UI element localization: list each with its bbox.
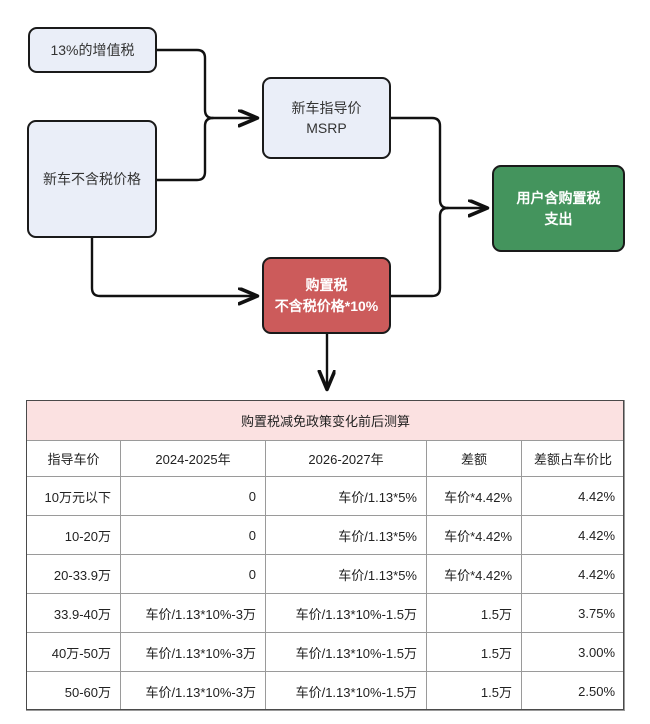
edge-netprice-to-purchtax (90, 236, 256, 296)
cell-price-range: 10-20万 (26, 515, 121, 555)
cell-diff-ratio: 3.75% (520, 593, 626, 633)
cell-price-range: 50-60万 (26, 671, 121, 711)
cell-2026-2027: 车价/1.13*10%-1.5万 (265, 671, 427, 711)
cell-price-range: 10万元以下 (26, 476, 121, 516)
table-row: 20-33.9万 0 车价/1.13*5% 车价*4.42% 4.42% (26, 554, 626, 594)
cell-2024-2025: 0 (120, 554, 266, 594)
cell-diff-ratio: 4.42% (520, 476, 626, 516)
table-header-row: 指导车价 2024-2025年 2026-2027年 差额 差额占车价比 (26, 440, 626, 477)
cell-2026-2027: 车价/1.13*5% (265, 515, 427, 555)
cell-difference: 1.5万 (426, 593, 522, 633)
table-body: 10万元以下 0 车价/1.13*5% 车价*4.42% 4.42% 10-20… (26, 476, 626, 711)
node-purchase-tax-label: 购置税 不含税价格*10% (275, 275, 378, 316)
cell-diff-ratio: 4.42% (520, 515, 626, 555)
table-title-row: 购置税减免政策变化前后测算 (25, 400, 626, 441)
node-msrp-line-1: 新车指导价 (291, 99, 362, 116)
cell-2026-2027: 车价/1.13*5% (265, 476, 427, 516)
cell-2026-2027: 车价/1.13*5% (265, 554, 427, 594)
node-net-price-line-1: 新车不含税价格 (43, 170, 141, 187)
node-user-spend-line-2: 支出 (544, 210, 573, 227)
cell-price-range: 33.9-40万 (26, 593, 121, 633)
node-net-price[interactable]: 新车不含税价格 (27, 120, 157, 238)
node-msrp-line-2: MSRP (306, 120, 347, 136)
calculation-table: 购置税减免政策变化前后测算 指导车价 2024-2025年 2026-2027年… (25, 400, 626, 711)
node-purchase-tax-line-2: 不含税价格*10% (274, 297, 379, 314)
node-msrp-label: 新车指导价 MSRP (292, 98, 362, 139)
cell-difference: 车价*4.42% (426, 476, 522, 516)
node-user-spend-label: 用户含购置税 支出 (517, 188, 601, 229)
node-vat-label: 13%的增值税 (50, 40, 134, 60)
cell-2024-2025: 0 (120, 515, 266, 555)
column-header-diff-ratio: 差额占车价比 (520, 440, 626, 477)
table-row: 50-60万 车价/1.13*10%-3万 车价/1.13*10%-1.5万 1… (26, 671, 626, 711)
edge-purchtax-to-userspend (389, 206, 450, 298)
cell-diff-ratio: 2.50% (520, 671, 626, 711)
column-header-2026-2027: 2026-2027年 (265, 440, 427, 477)
node-vat-line-1: 13%的增值税 (50, 41, 135, 58)
cell-price-range: 20-33.9万 (26, 554, 121, 594)
flowchart-connectors (90, 48, 650, 400)
column-header-2024-2025: 2024-2025年 (120, 440, 266, 477)
node-purchase-tax-line-1: 购置税 (305, 277, 348, 294)
node-net-price-label: 新车不含税价格 (43, 169, 141, 189)
table-row: 10-20万 0 车价/1.13*5% 车价*4.42% 4.42% (26, 515, 626, 555)
cell-2024-2025: 车价/1.13*10%-3万 (120, 593, 266, 633)
cell-difference: 1.5万 (426, 632, 522, 672)
node-msrp[interactable]: 新车指导价 MSRP (262, 77, 391, 159)
edge-vat-to-msrp (155, 48, 256, 118)
cell-difference: 1.5万 (426, 671, 522, 711)
table-row: 33.9-40万 车价/1.13*10%-3万 车价/1.13*10%-1.5万… (26, 593, 626, 633)
cell-2024-2025: 车价/1.13*10%-3万 (120, 671, 266, 711)
node-user-spend[interactable]: 用户含购置税 支出 (492, 165, 625, 252)
cell-diff-ratio: 4.42% (520, 554, 626, 594)
cell-2026-2027: 车价/1.13*10%-1.5万 (265, 593, 427, 633)
cell-2024-2025: 0 (120, 476, 266, 516)
cell-difference: 车价*4.42% (426, 515, 522, 555)
cell-difference: 车价*4.42% (426, 554, 522, 594)
node-user-spend-line-1: 用户含购置税 (516, 190, 601, 207)
table-title: 购置税减免政策变化前后测算 (25, 400, 626, 441)
edge-netprice-to-msrp (155, 116, 215, 182)
cell-diff-ratio: 3.00% (520, 632, 626, 672)
column-header-price-range: 指导车价 (26, 440, 121, 477)
column-header-difference: 差额 (426, 440, 522, 477)
table-row: 10万元以下 0 车价/1.13*5% 车价*4.42% 4.42% (26, 476, 626, 516)
cell-2024-2025: 车价/1.13*10%-3万 (120, 632, 266, 672)
node-purchase-tax[interactable]: 购置税 不含税价格*10% (262, 257, 391, 334)
edge-msrp-to-userspend (389, 116, 486, 208)
cell-price-range: 40万-50万 (26, 632, 121, 672)
node-vat[interactable]: 13%的增值税 (28, 27, 157, 73)
cell-2026-2027: 车价/1.13*10%-1.5万 (265, 632, 427, 672)
table-row: 40万-50万 车价/1.13*10%-3万 车价/1.13*10%-1.5万 … (26, 632, 626, 672)
